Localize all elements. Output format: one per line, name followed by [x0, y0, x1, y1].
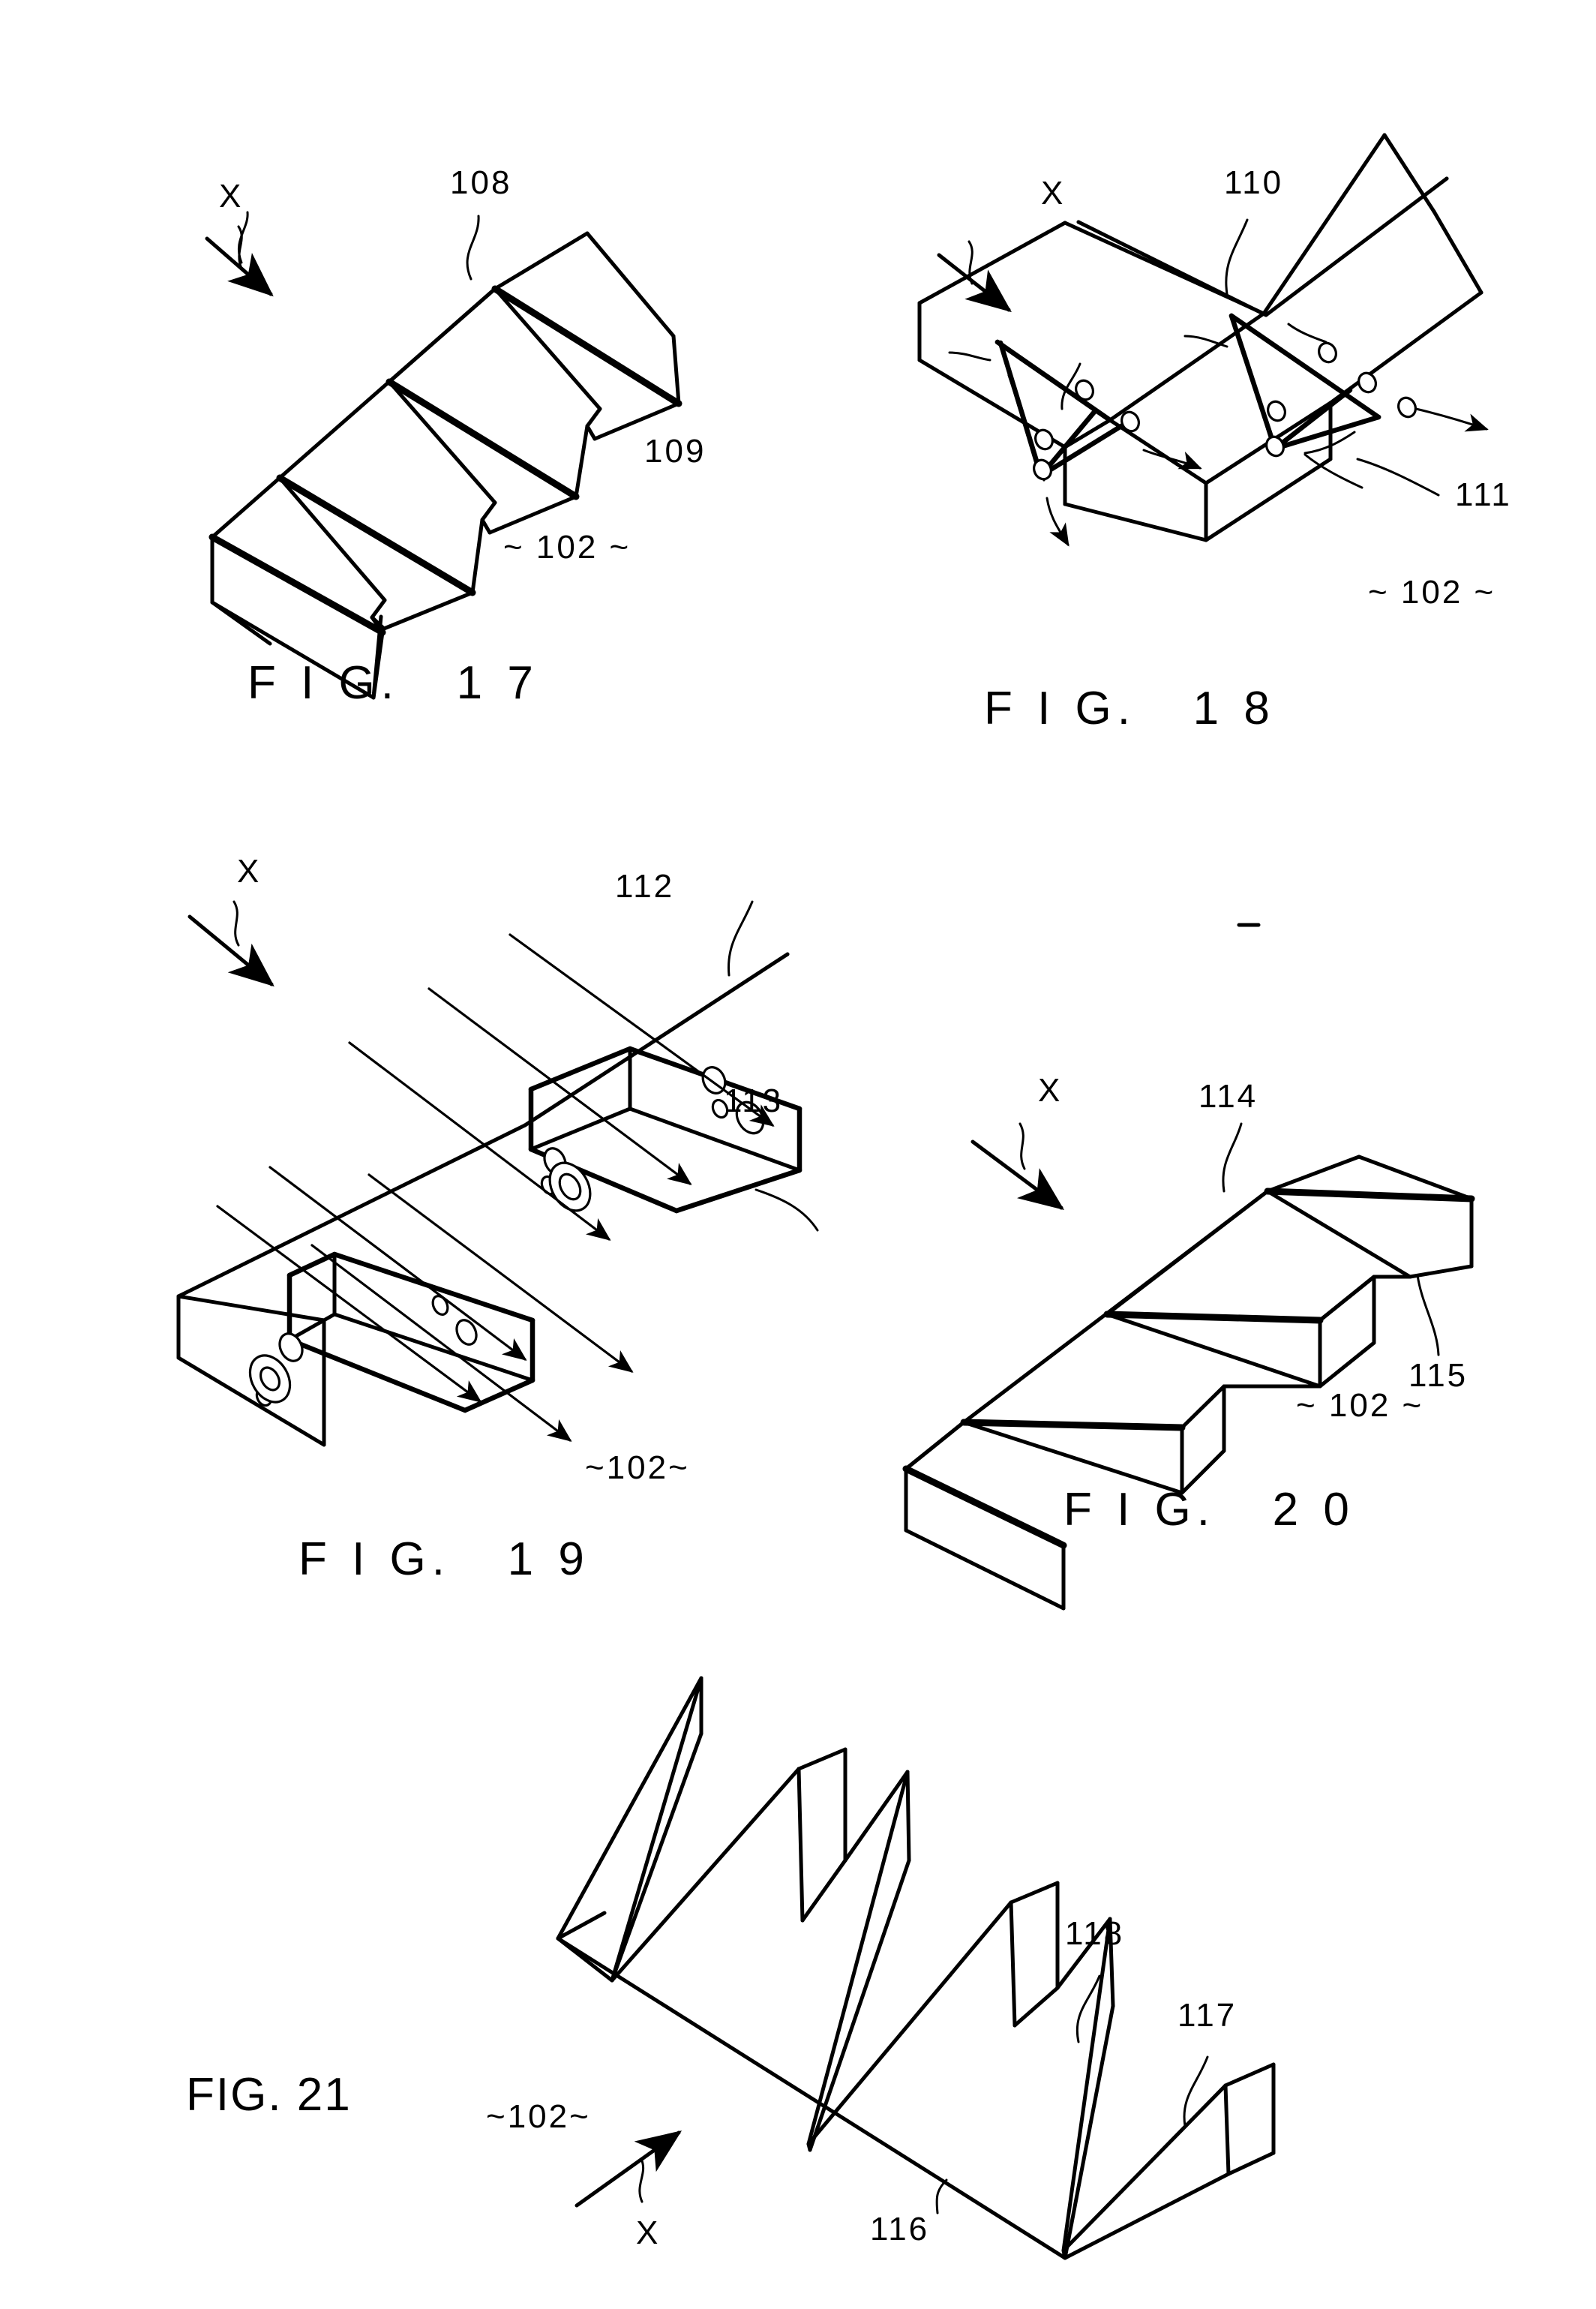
fig19-caption: F I G. 1 9	[298, 1533, 590, 1585]
fig17-ref-102: ~ 102 ~	[503, 529, 632, 566]
fig19-ref-102: ~102~	[585, 1449, 690, 1486]
fig21-ref-117: 117	[1178, 1997, 1238, 2034]
fig19-leader-112	[727, 900, 754, 977]
fig21-ref-118: 118	[1065, 1915, 1125, 1952]
figure-19-artwork	[176, 900, 1261, 1447]
fig21-base-plate	[556, 1911, 1067, 2260]
fig20-ref-114: 114	[1198, 1078, 1258, 1115]
fig18-direction-arrow	[937, 240, 1012, 313]
fig20-wedge-ridges	[902, 1154, 1475, 1611]
fig17-direction-arrow	[205, 225, 274, 297]
fig20-direction-arrow	[970, 1122, 1065, 1210]
fig19-raised-block-right	[528, 1046, 802, 1214]
fig17-ref-109: 109	[644, 433, 706, 470]
fig18-caption: F I G. 1 8	[984, 683, 1276, 734]
fig19-direction-arrow	[188, 900, 274, 987]
fig20-ref-102: ~ 102 ~	[1296, 1387, 1424, 1424]
fig20-caption: F I G. 2 0	[1064, 1484, 1355, 1536]
fig21-ref-102: ~102~	[486, 2098, 591, 2135]
fig20-ref-115: 115	[1408, 1357, 1468, 1394]
fig19-leader-113	[754, 1188, 819, 1232]
figure-20-artwork	[902, 1122, 1475, 1611]
fig18-leader-110	[1225, 218, 1249, 296]
fig19-ref-113: 113	[724, 1082, 784, 1119]
fig18-ref-111: 111	[1455, 476, 1512, 513]
fig18-ref-102: ~ 102 ~	[1368, 574, 1496, 611]
fig20-leader-115	[1416, 1274, 1440, 1356]
fig17-leader-108b	[466, 215, 480, 281]
fig19-streamlines	[216, 933, 775, 1442]
fig21-ref-116: 116	[870, 2211, 930, 2247]
fig20-leader-114	[1222, 1122, 1243, 1193]
fig18-leader-111	[1356, 458, 1440, 497]
fig19-direction-label: X	[237, 853, 260, 890]
fig21-teeth	[556, 1676, 1276, 2260]
fig18-vortex-generator-right	[1184, 313, 1489, 489]
fig17-caption: F I G. 1 7	[248, 657, 539, 709]
fig18-vortex-generator-left	[948, 339, 1202, 547]
fig17-ref-108: 108	[450, 164, 512, 201]
fig19-raised-block-left	[248, 1251, 536, 1413]
fig19-ref-112: 112	[615, 868, 675, 905]
fig21-leader-117	[1183, 2055, 1209, 2127]
fig20-direction-label: X	[1038, 1072, 1060, 1109]
figure-18-artwork	[917, 133, 1489, 547]
fig18-ref-110: 110	[1224, 164, 1284, 201]
fig21-leader-118	[1076, 1974, 1101, 2043]
figure-21-artwork	[556, 1676, 1276, 2260]
fig17-sawtooth-body	[208, 231, 682, 700]
fig21-direction-arrow	[574, 2130, 682, 2208]
figure-17-artwork	[205, 211, 682, 700]
fig21-leader-116	[935, 2178, 948, 2214]
fig18-direction-label: X	[1041, 175, 1064, 212]
fig17-leader-108	[237, 211, 249, 264]
fig17-direction-label: X	[219, 178, 242, 215]
fig21-caption: FIG. 21	[186, 2069, 352, 2121]
fig21-direction-label: X	[636, 2214, 658, 2251]
